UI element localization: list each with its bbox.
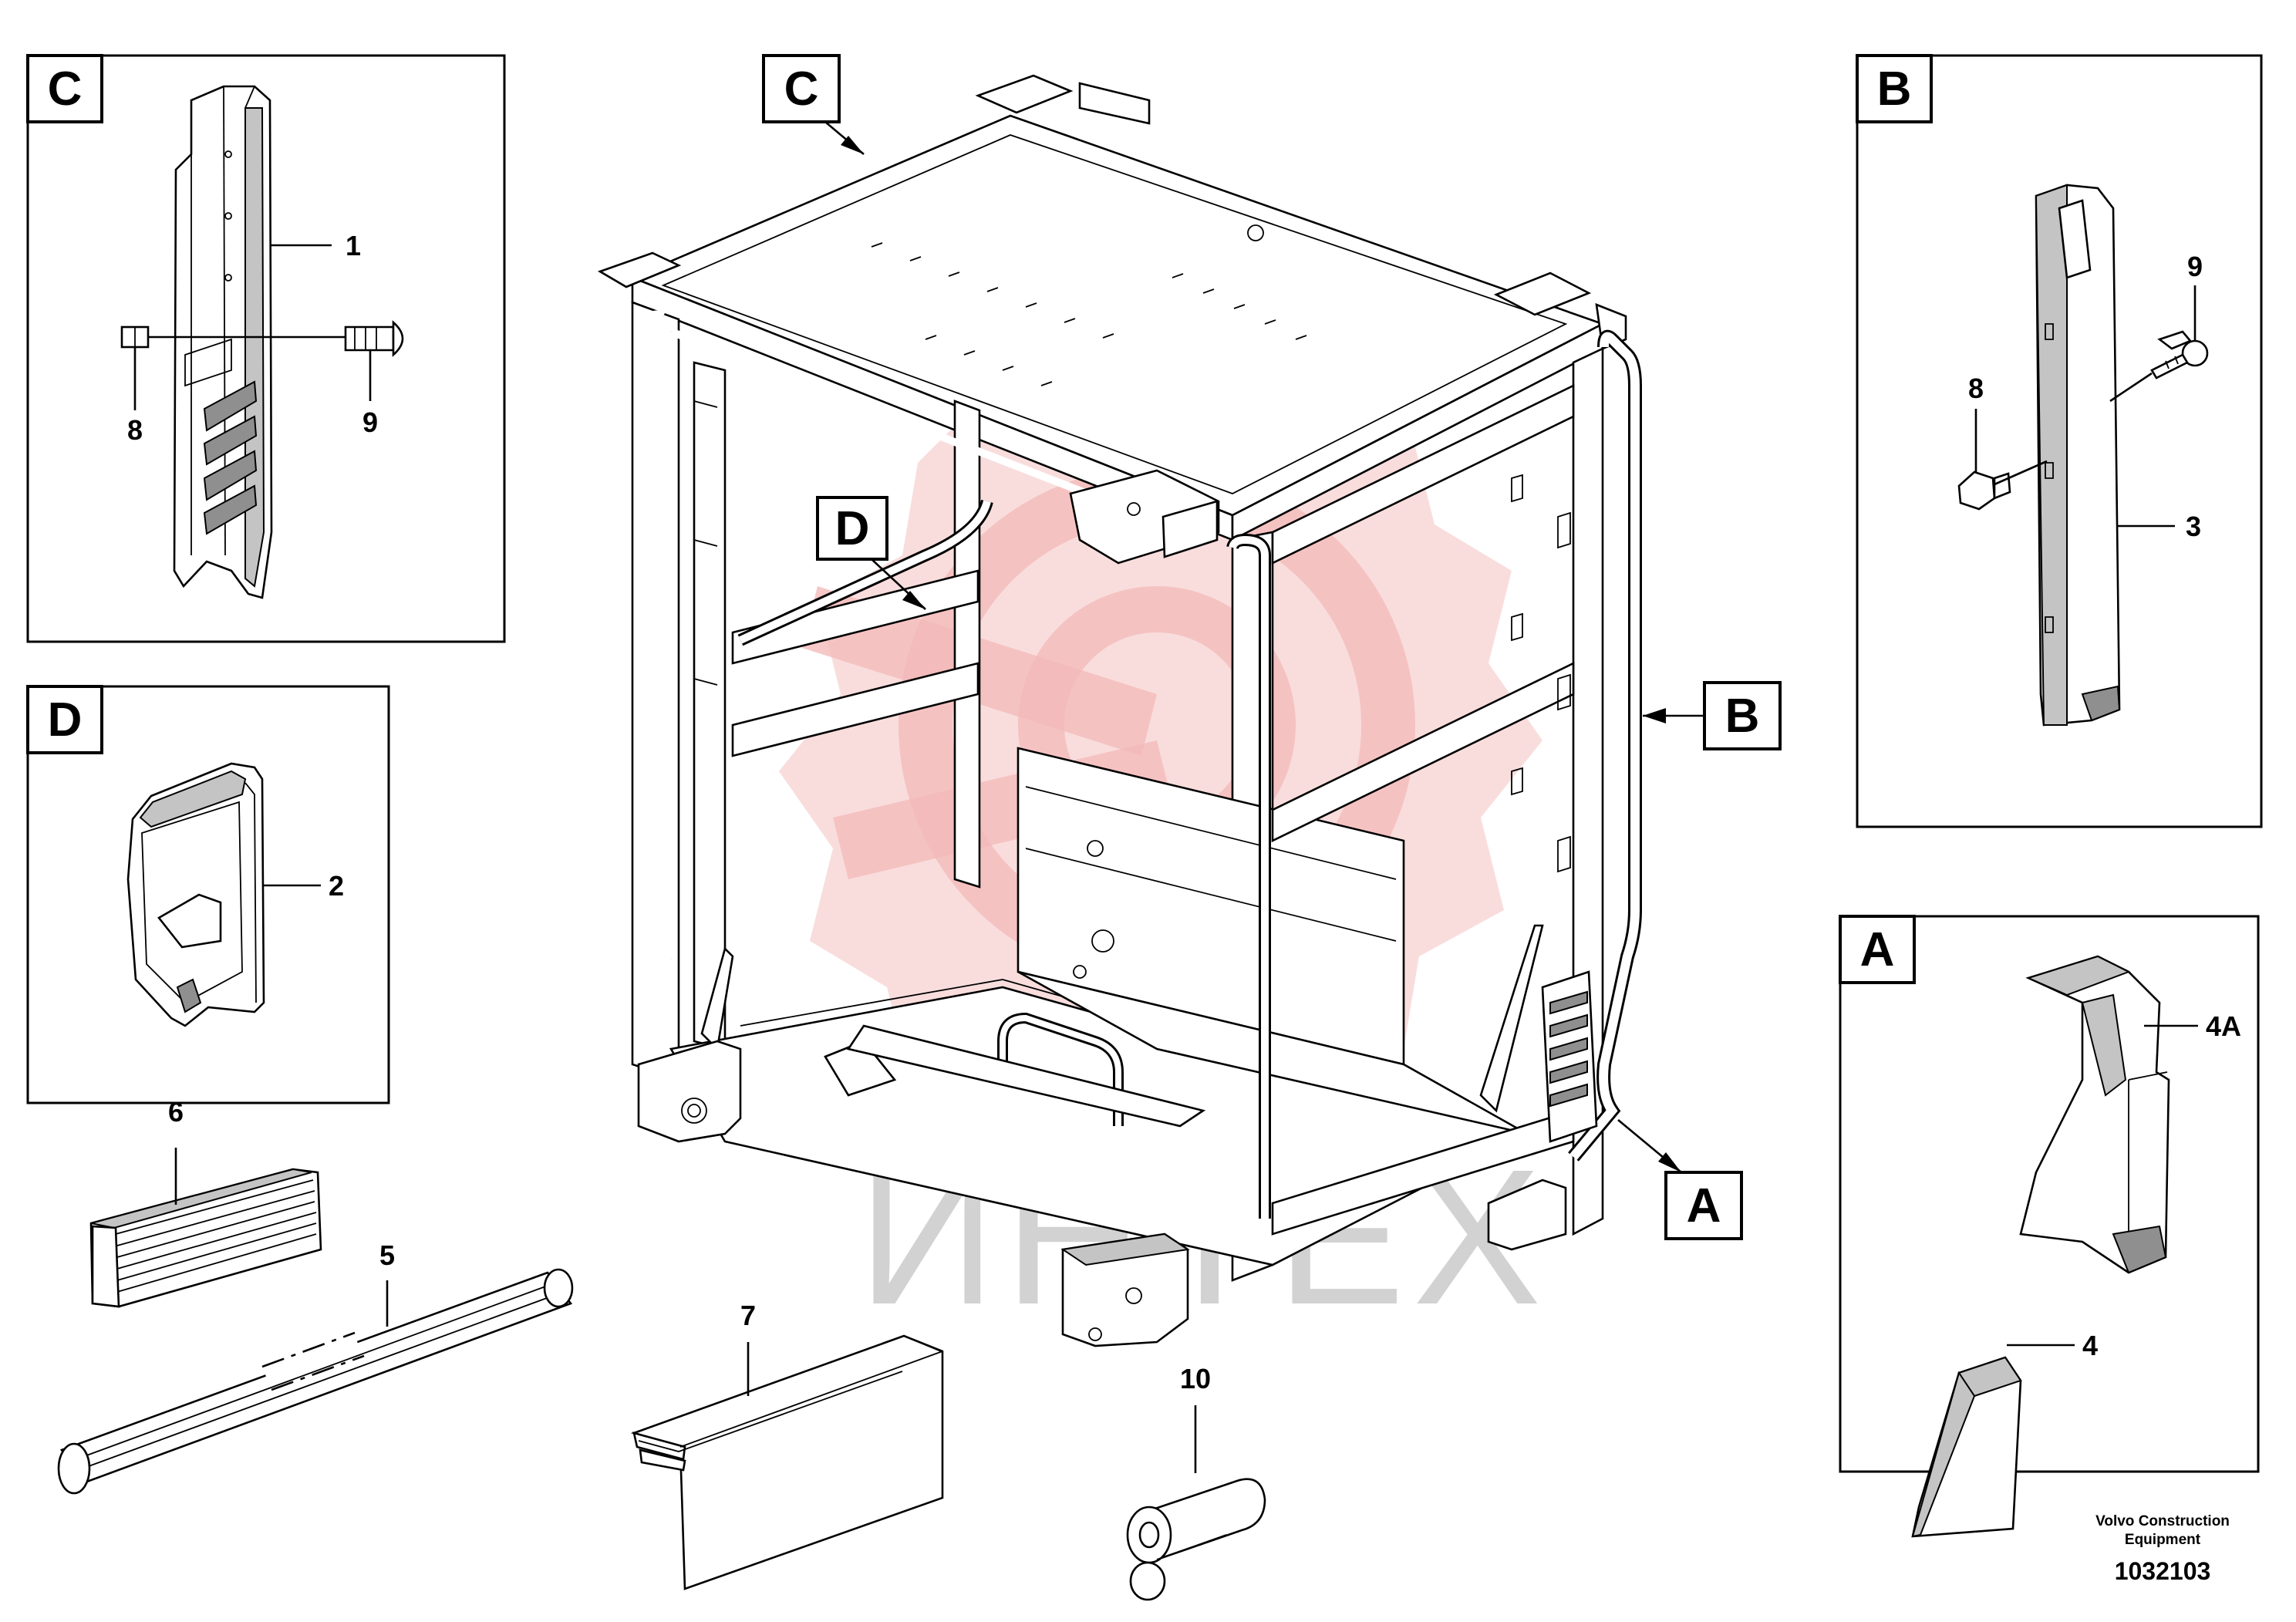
detail-box-d: D 2	[26, 685, 390, 1104]
rubber-seal-part-5	[57, 1268, 574, 1495]
svg-text:A: A	[1687, 1179, 1721, 1233]
callout-9-b: 9	[2187, 251, 2203, 282]
nut-part-8-b	[1957, 470, 2011, 511]
footer-brand-line1: Volvo Construction	[2095, 1513, 2230, 1529]
callout-4a: 4A	[2206, 1010, 2241, 1042]
detail-box-b: B 9 8 3	[1856, 54, 2263, 828]
insulation-sheet-part-7	[630, 1334, 944, 1590]
callout-3: 3	[2186, 511, 2201, 542]
callout-8-c: 8	[127, 414, 143, 446]
svg-text:D: D	[835, 502, 870, 555]
callout-5: 5	[379, 1239, 395, 1271]
trim-cover-part-2	[126, 762, 265, 1027]
svg-text:C: C	[784, 62, 819, 116]
main-label-a: A	[1617, 1118, 1743, 1240]
footer-brand-line2: Equipment	[2125, 1532, 2201, 1548]
pillar-trim-part-3	[2035, 184, 2121, 727]
trim-panel-part-1	[173, 85, 273, 599]
seal-strip-part-6	[89, 1168, 322, 1308]
main-label-c: C	[762, 54, 865, 155]
detail-box-a: A 4A 4	[1839, 915, 2260, 1538]
screw-part-9-c	[344, 320, 404, 357]
document-number: 1032103	[2115, 1557, 2211, 1585]
corner-trim-part-4a	[2019, 955, 2170, 1274]
callout-9-c: 9	[362, 406, 378, 438]
detail-d-letter: D	[48, 693, 83, 747]
callout-7: 7	[740, 1300, 756, 1331]
detail-box-c: C	[26, 54, 506, 643]
screw-part-9-b	[2150, 330, 2209, 379]
callout-1: 1	[346, 230, 361, 261]
svg-text:B: B	[1725, 690, 1760, 743]
main-label-d: D	[816, 496, 926, 610]
callout-8-b: 8	[1968, 373, 1984, 404]
detail-c-letter: C	[48, 62, 83, 116]
cab-frame-assembly	[597, 74, 1642, 1347]
main-label-b: B	[1643, 681, 1782, 750]
seal-profile-part-10	[1126, 1478, 1266, 1601]
nut-part-8-c	[120, 325, 150, 349]
callout-2: 2	[329, 870, 344, 902]
detail-b-letter: B	[1877, 62, 1912, 116]
callout-6: 6	[168, 1096, 184, 1128]
corner-trim-part-4	[1911, 1356, 2022, 1538]
callout-10: 10	[1180, 1363, 1211, 1394]
detail-a-letter: A	[1860, 923, 1895, 976]
callout-4: 4	[2082, 1330, 2098, 1361]
